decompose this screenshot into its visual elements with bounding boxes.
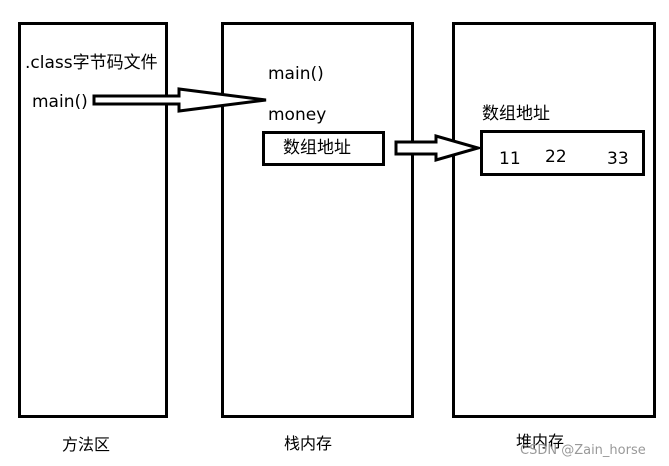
method-area-panel xyxy=(18,22,168,418)
stack-money-label: money xyxy=(268,105,327,125)
method-area-main-label: main() xyxy=(32,92,88,112)
heap-panel xyxy=(452,22,656,418)
heap-array-value: 22 xyxy=(545,147,567,167)
class-file-label: .class字节码文件 xyxy=(25,53,158,73)
stack-array-address-box xyxy=(262,131,385,166)
stack-title: 栈内存 xyxy=(284,434,333,453)
stack-array-address-label: 数组地址 xyxy=(283,138,351,158)
heap-title: 堆内存 xyxy=(516,432,565,451)
watermark: CSDN @Zain_horse xyxy=(520,443,646,458)
heap-array-address-label: 数组地址 xyxy=(482,104,550,124)
stack-main-label: main() xyxy=(268,64,324,84)
arrow-stack-to-heap xyxy=(394,134,483,162)
stack-panel xyxy=(221,22,414,418)
arrow-method-to-stack xyxy=(92,87,267,113)
heap-array-box xyxy=(480,130,645,176)
method-area-title: 方法区 xyxy=(62,435,111,454)
heap-array-value: 11 xyxy=(499,149,521,169)
heap-array-value: 33 xyxy=(607,149,629,169)
